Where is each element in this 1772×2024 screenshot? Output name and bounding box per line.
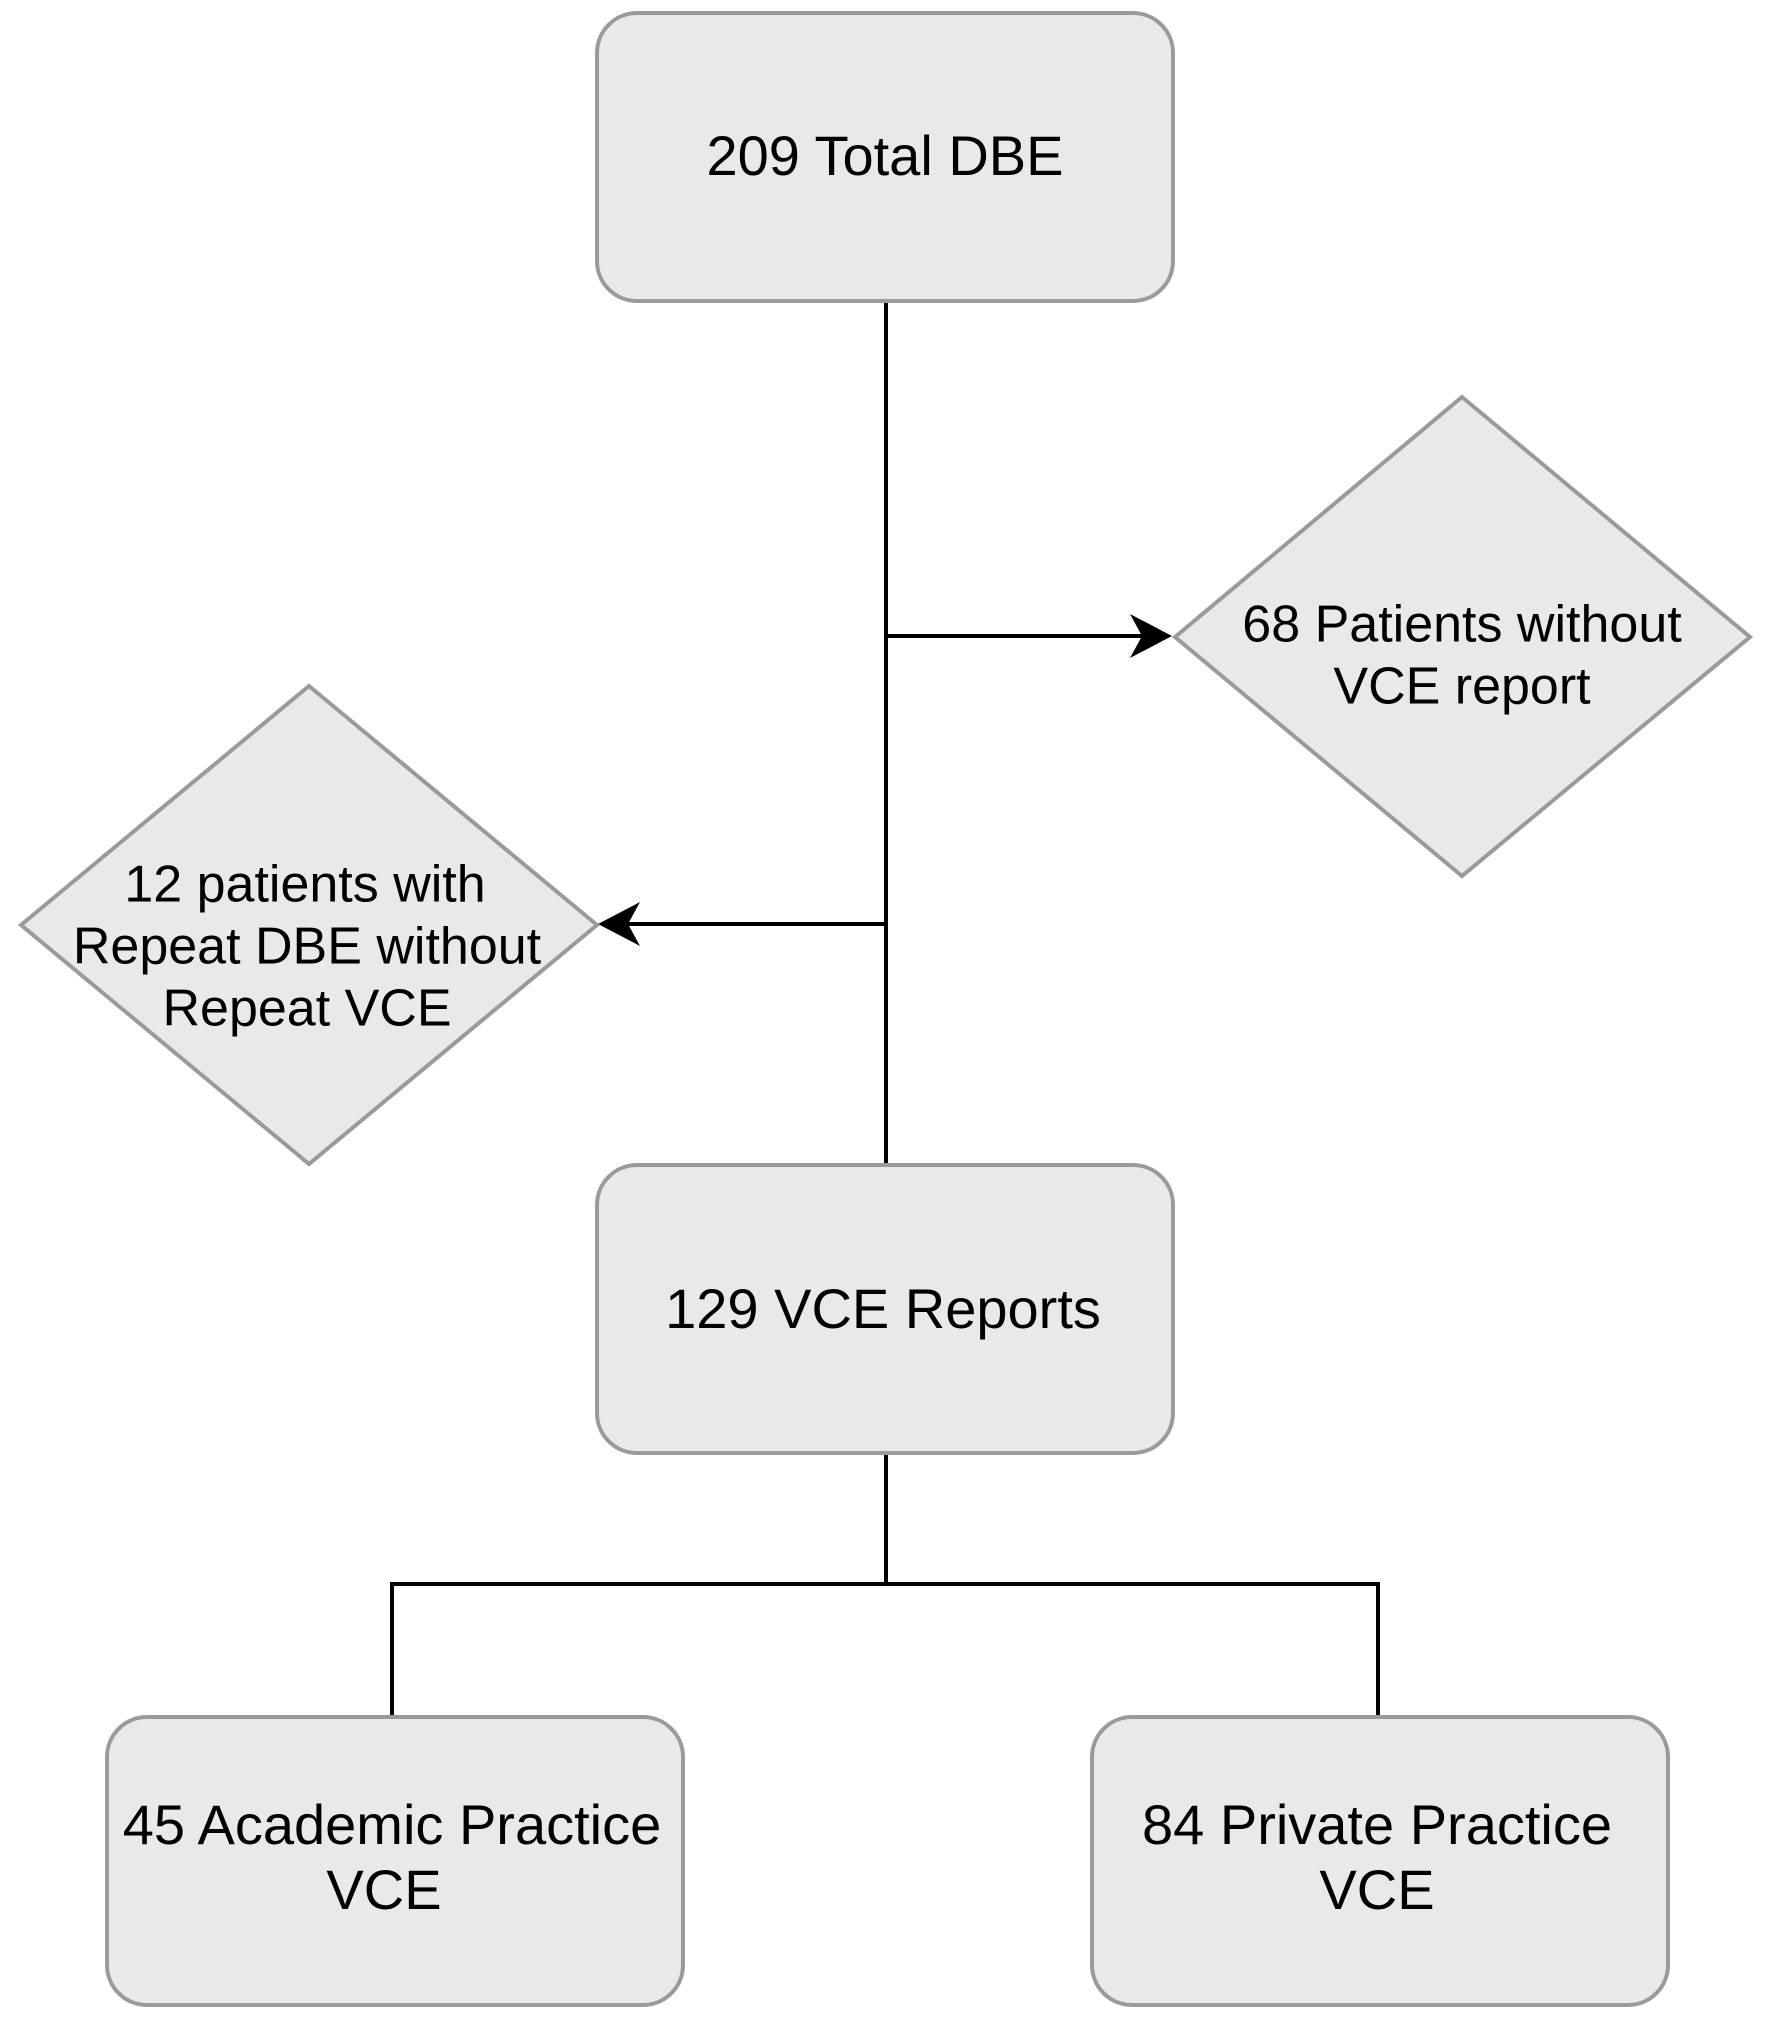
node-academic-practice-line-1: 45 Academic Practice — [123, 1793, 661, 1856]
node-repeat-dbe-diamond — [17, 683, 601, 1167]
node-total-dbe-label: 209 Total DBE — [707, 124, 1064, 187]
node-academic-practice-line-2: VCE — [326, 1858, 441, 1921]
node-vce-reports-box — [595, 1163, 1175, 1455]
node-academic-practice: 45 Academic Practice VCE — [105, 1715, 685, 2007]
node-no-vce-report-diamond — [1171, 394, 1754, 879]
node-private-practice-box — [1090, 1715, 1670, 2007]
arrowhead-left — [598, 902, 640, 946]
edges — [390, 302, 1380, 1716]
node-vce-reports-label: 129 VCE Reports — [665, 1277, 1101, 1340]
node-repeat-dbe: 12 patients with Repeat DBE without Repe… — [17, 683, 601, 1167]
node-academic-practice-box — [105, 1715, 685, 2007]
node-repeat-dbe-line-1: 12 patients with — [124, 856, 485, 914]
node-private-practice-line-1: 84 Private Practice — [1142, 1793, 1612, 1856]
node-total-dbe-box — [595, 11, 1175, 303]
node-no-vce-report-line-2: VCE report — [1333, 658, 1591, 716]
node-vce-reports: 129 VCE Reports — [595, 1163, 1175, 1455]
node-total-dbe: 209 Total DBE — [595, 11, 1175, 303]
node-repeat-dbe-line-3: Repeat VCE — [162, 980, 451, 1038]
node-no-vce-report: 68 Patients without VCE report — [1171, 394, 1754, 879]
node-private-practice: 84 Private Practice VCE — [1090, 1715, 1670, 2007]
node-no-vce-report-line-1: 68 Patients without — [1242, 596, 1682, 654]
node-repeat-dbe-line-2: Repeat DBE without — [73, 918, 542, 976]
node-private-practice-line-2: VCE — [1319, 1858, 1434, 1921]
arrowhead-right — [1130, 614, 1172, 658]
